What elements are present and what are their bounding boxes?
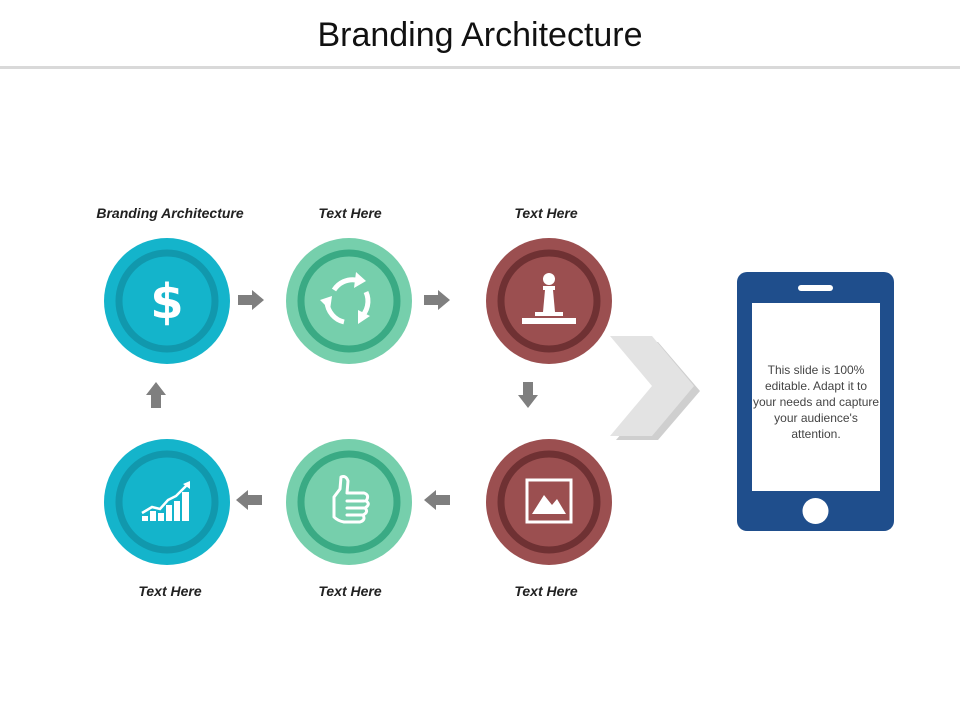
arrow-left-1 (424, 490, 450, 510)
slide-title: Branding Architecture (317, 16, 643, 54)
node-label-3: Text Here (514, 205, 578, 221)
image-icon (525, 478, 573, 524)
node-circle-growth (104, 439, 230, 565)
title-divider (0, 66, 960, 69)
node-circle-thumbs-up (286, 439, 412, 565)
node-label-4: Text Here (514, 583, 578, 599)
arrow-right-2 (424, 290, 450, 310)
node-circle-refresh (286, 238, 412, 364)
chess-pawn-icon (522, 273, 576, 324)
node-label-branding: Branding Architecture (96, 205, 244, 221)
node-circle-pawn (486, 238, 612, 364)
growth-chart-icon (141, 481, 190, 521)
dollar-icon: $ (150, 274, 183, 330)
node-label-2: Text Here (318, 205, 382, 221)
node-label-5: Text Here (318, 583, 382, 599)
phone-device (737, 272, 894, 531)
refresh-cycle-icon (320, 272, 371, 325)
arrow-left-2 (236, 490, 262, 510)
phone-screen-text: This slide is 100% editable. Adapt it to… (752, 363, 880, 441)
arrow-up (146, 382, 166, 408)
node-circle-dollar: $ (104, 238, 230, 364)
svg-text:$: $ (150, 274, 183, 330)
chevron-right-icon (610, 336, 704, 451)
arrow-down (518, 382, 538, 408)
node-circle-image (486, 439, 612, 565)
node-label-6: Text Here (138, 583, 202, 599)
arrow-right-1 (238, 290, 264, 310)
thumbs-up-icon (332, 475, 370, 524)
